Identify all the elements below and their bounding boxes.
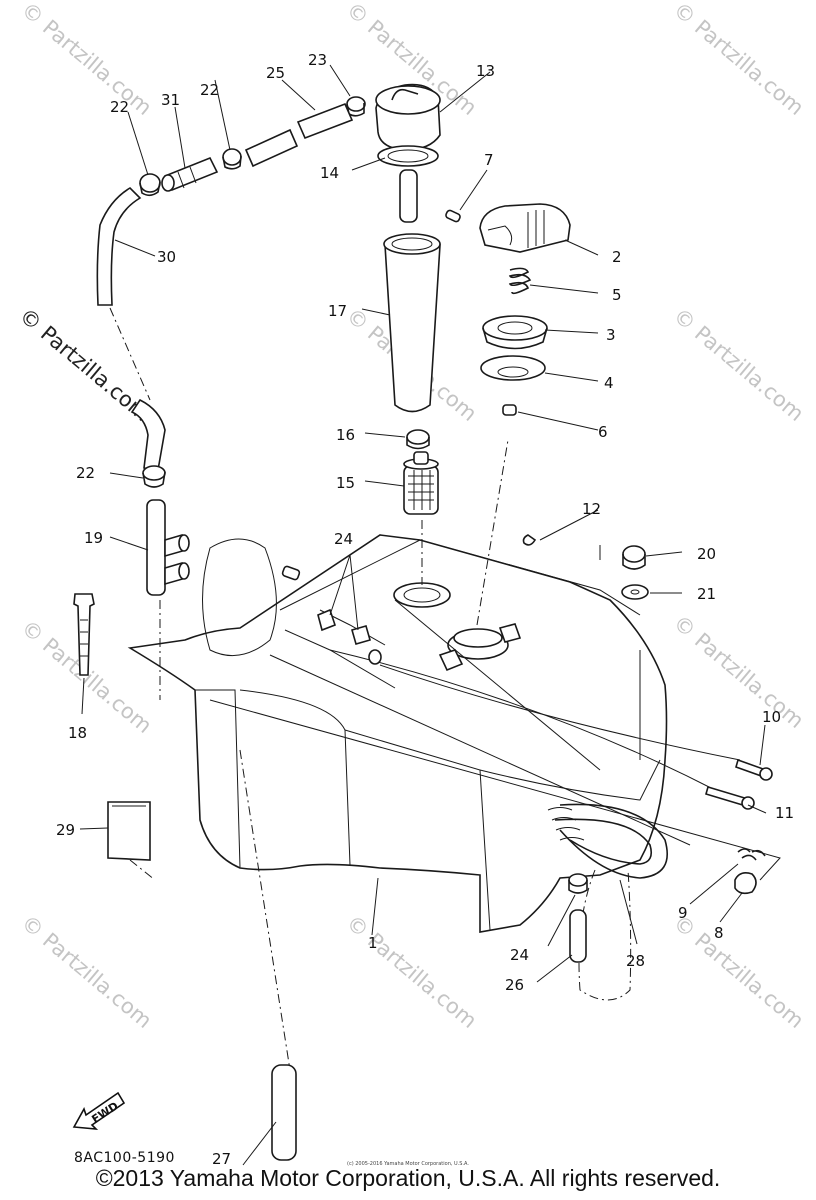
part-14-o-ring: [377, 145, 439, 167]
callout-25: 25: [266, 64, 285, 82]
callout-10: 10: [762, 708, 781, 726]
part-17-filter-tube: [383, 233, 441, 413]
part-27-hose: [271, 1064, 297, 1161]
callout-27: 27: [212, 1150, 232, 1168]
part-6-nut: [502, 404, 517, 416]
fuel-tank: [127, 534, 668, 1001]
callout-22: 22: [110, 98, 129, 116]
part-12-clip: [522, 534, 537, 546]
callout-29: 29: [56, 821, 75, 839]
part-19-tee-fitting: [146, 499, 190, 596]
part-10-bolt: [735, 758, 773, 781]
callout-22: 22: [200, 81, 219, 99]
watermark: © Partzilla.com: [17, 910, 157, 1033]
callout-22: 22: [76, 464, 95, 482]
watermark: © Partzilla.com: [15, 303, 155, 426]
part-23-clamp: [346, 96, 366, 117]
part-15-fuel-filter: [403, 451, 439, 515]
part-7-pin: [445, 209, 461, 223]
part-20-nut: [622, 545, 646, 570]
callout-6: 6: [598, 423, 608, 441]
part-3-seal-ring: [482, 315, 548, 350]
part-29-pad: [107, 801, 151, 861]
watermark: © Partzilla.com: [669, 910, 809, 1033]
callout-2: 2: [612, 248, 622, 266]
part-18-cable-tie: [73, 593, 95, 676]
part-11-bolt: [705, 786, 755, 810]
diagram-code: 8AC100-5190: [74, 1150, 175, 1166]
part-22-clamp-upper: [222, 148, 242, 170]
part-22-clamp-lower: [142, 465, 166, 488]
part-2-cap: [479, 203, 571, 253]
callout-13: 13: [476, 62, 495, 80]
part-26-hose: [569, 909, 587, 963]
fwd-arrow: FWD: [72, 1091, 126, 1130]
callout-21: 21: [697, 585, 716, 603]
callout-20: 20: [697, 545, 716, 563]
part-8-grommet: [734, 872, 757, 895]
callout-23: 23: [308, 51, 327, 69]
callout-16: 16: [336, 426, 355, 444]
callout-7: 7: [484, 151, 494, 169]
callout-4: 4: [604, 374, 614, 392]
part-21-washer: [621, 584, 649, 600]
callout-9: 9: [678, 904, 688, 922]
callout-3: 3: [606, 326, 616, 344]
callout-1: 1: [368, 934, 378, 952]
callout-18: 18: [68, 724, 87, 742]
part-13-pump-cap: [375, 83, 441, 223]
callout-24: 24: [334, 530, 353, 548]
callout-14: 14: [320, 164, 339, 182]
callout-19: 19: [84, 529, 103, 547]
callout-numbers: 13 14 7 2 5 3 4 6 12 20 21 17 16 15 22 3…: [56, 51, 794, 994]
part-30-hose: [96, 186, 142, 306]
part-5-spring: [508, 267, 532, 295]
part-24-clip-lower: [568, 873, 588, 894]
watermark: © Partzilla.com: [669, 0, 809, 120]
callout-11: 11: [775, 804, 794, 822]
watermark: © Partzilla.com: [342, 910, 482, 1033]
callout-8: 8: [714, 924, 724, 942]
part-22-clamp-left: [139, 173, 161, 197]
callout-30: 30: [157, 248, 176, 266]
part-31-fitting: [161, 156, 219, 192]
watermark: © Partzilla.com: [17, 0, 157, 120]
assembly-guide-lines: [109, 307, 781, 1071]
callout-26: 26: [505, 976, 524, 994]
part-9-clip: [737, 848, 766, 861]
part-4-washer: [480, 355, 546, 381]
callout-28: 28: [626, 952, 645, 970]
callout-5: 5: [612, 286, 622, 304]
callout-31: 31: [161, 91, 180, 109]
callout-12: 12: [582, 500, 601, 518]
part-16-clamp: [406, 429, 430, 450]
part-24-clips: [281, 565, 382, 665]
part-25-hose: [296, 102, 354, 140]
watermark: © Partzilla.com: [669, 610, 809, 733]
copyright-notice: ©2013 Yamaha Motor Corporation, U.S.A. A…: [95, 1165, 721, 1191]
leader-lines: [79, 64, 767, 1166]
small-copyright: (c) 2005-2016 Yamaha Motor Corporation, …: [347, 1161, 469, 1167]
watermark: © Partzilla.com: [669, 303, 809, 426]
callout-24: 24: [510, 946, 529, 964]
callout-17: 17: [328, 302, 347, 320]
callout-15: 15: [336, 474, 355, 492]
